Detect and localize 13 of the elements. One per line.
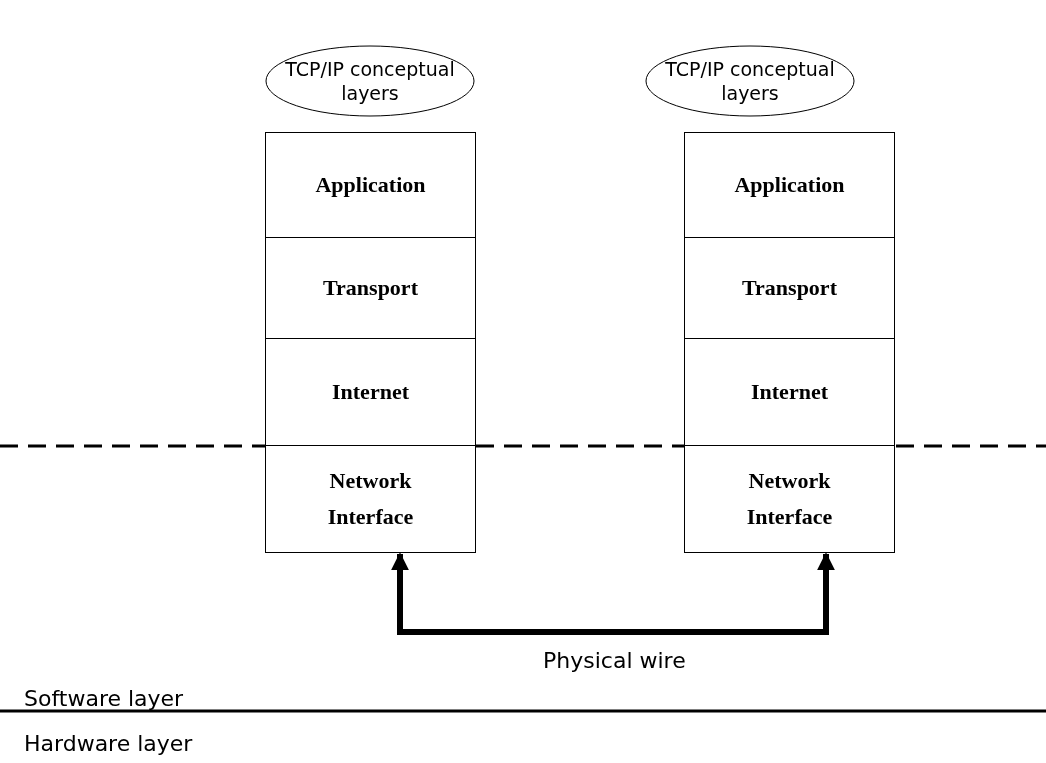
layer-box: Application <box>684 132 895 238</box>
arrow <box>391 552 835 635</box>
layer-box: Internet <box>684 338 895 446</box>
layer-caption: Hardware layer <box>24 731 193 756</box>
layer-box: Internet <box>265 338 476 446</box>
layer-box: Network Interface <box>265 445 476 553</box>
layer-box: Transport <box>684 237 895 339</box>
ellipse-node: TCP/IP conceptual layers <box>645 45 855 117</box>
layer-box: Application <box>265 132 476 238</box>
layer-box: Network Interface <box>684 445 895 553</box>
ellipse-node: TCP/IP conceptual layers <box>265 45 475 117</box>
layer-caption: Software layer <box>24 686 184 711</box>
layer-box: Transport <box>265 237 476 339</box>
